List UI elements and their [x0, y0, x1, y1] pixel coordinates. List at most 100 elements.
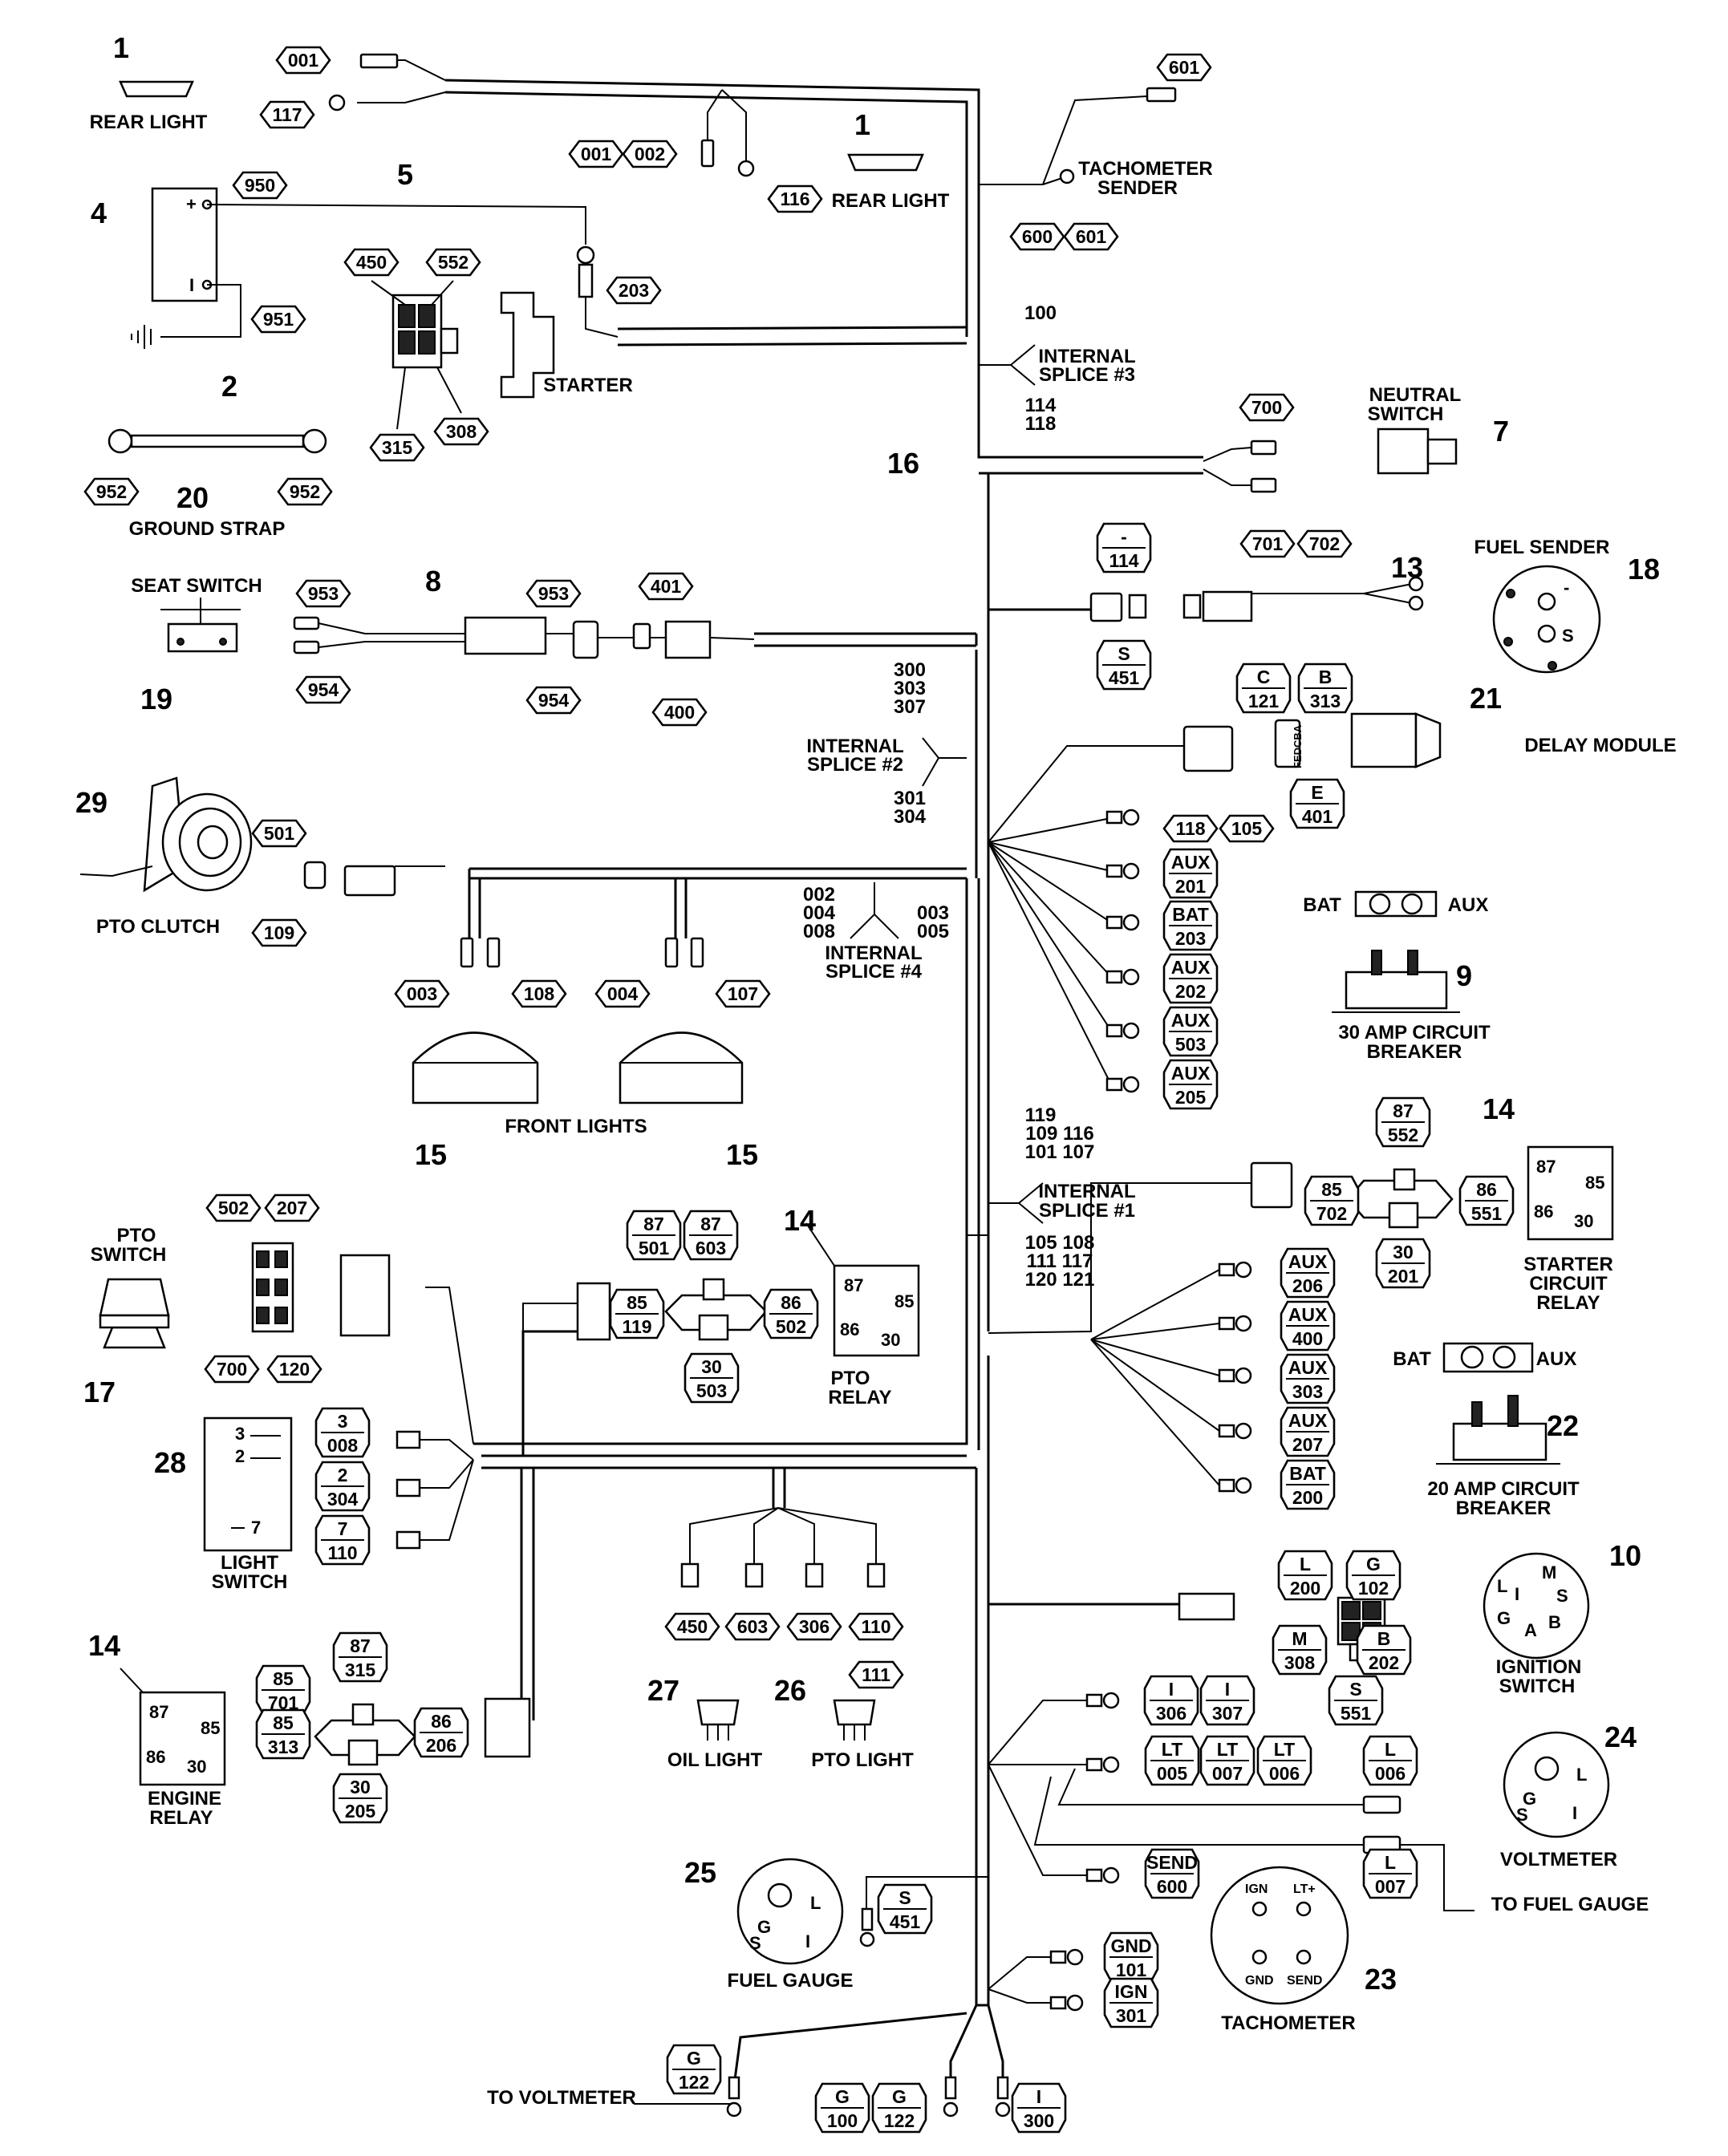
delay-module-part: FEDCBA	[1292, 724, 1304, 768]
wire-tag-number: 207	[1292, 1434, 1323, 1455]
wire-tag: 116	[767, 184, 823, 213]
volt-pin-s: S	[1516, 1805, 1528, 1825]
eng-relay-pin-30: 30	[187, 1757, 206, 1777]
wire-tag-number: 202	[1369, 1652, 1399, 1673]
label-tachometer-sender-2: SENDER	[1097, 177, 1178, 199]
wire-tag-top: 87	[1393, 1100, 1414, 1121]
fuel-sender-part: - S	[1492, 565, 1601, 674]
wire-tag-shape	[250, 305, 306, 334]
wire-tag-number: 101	[1116, 1959, 1147, 1980]
wire-tag-number: 107	[728, 983, 758, 1004]
wire-tag-top: 85	[273, 1668, 294, 1689]
wire-tag-top: E	[1311, 782, 1323, 803]
wire-tag-shape	[848, 1660, 904, 1689]
wire-tag-number: 953	[538, 583, 569, 604]
wire-tag-top: B	[1319, 667, 1333, 687]
pto-relay-pin-85: 85	[894, 1291, 914, 1311]
label-rear-light-left: REAR LIGHT	[90, 111, 208, 133]
starter-connector	[371, 280, 462, 430]
wire-tag-top: 7	[338, 1518, 348, 1539]
tachometer-part: IGN LT+ GND SEND	[1210, 1866, 1349, 2005]
wire-tag-number: 001	[581, 144, 612, 164]
battery-minus: I	[189, 275, 194, 295]
label-neutral-switch: NEUTRAL	[1369, 384, 1462, 406]
wire-tag-top: B	[1377, 1628, 1391, 1649]
wire-tag-top: 3	[338, 1411, 348, 1432]
item-number: 18	[1628, 553, 1660, 586]
wire-tag-top: BAT	[1172, 904, 1209, 925]
wire-tag: 207	[264, 1194, 320, 1222]
label-cb20b: BREAKER	[1456, 1497, 1552, 1519]
ign-pin-g: G	[1497, 1608, 1511, 1628]
wire-tag-number: 108	[524, 983, 555, 1004]
wire-tag: 450	[664, 1612, 720, 1641]
item-number: 15	[726, 1138, 758, 1171]
starter-part	[500, 291, 555, 399]
wire-tag-top: S	[1349, 1679, 1361, 1700]
wire-tag-number: 315	[345, 1660, 376, 1680]
label-internal-splice-3: INTERNAL	[1038, 346, 1135, 367]
fg-pin-s: S	[749, 1933, 761, 1953]
item-number: 15	[415, 1138, 447, 1171]
volt-pin-l: L	[1576, 1765, 1587, 1785]
item-number: 1	[113, 31, 129, 64]
wire-tag-top: S	[1118, 643, 1130, 664]
wire-tag-top: 85	[1321, 1179, 1342, 1200]
splice-number-s2-t2: 303	[894, 678, 926, 699]
wire-tag-top: G	[1366, 1554, 1381, 1574]
label-pto-light: PTO LIGHT	[811, 1749, 914, 1771]
splice-number-s4-l2: 004	[803, 902, 836, 924]
wire-tag-top: 2	[338, 1465, 348, 1485]
relay-starter-circuit: 87 85 86 30	[1527, 1145, 1614, 1241]
ign-pin-a: A	[1524, 1620, 1537, 1640]
splice-number-s3-b1: 114	[1025, 395, 1057, 416]
label-to-voltmeter: TO VOLTMETER	[487, 2087, 636, 2109]
label-ignition-switch: IGNITION	[1496, 1656, 1582, 1678]
wire-tag-top: 87	[643, 1214, 664, 1234]
wire-tag-number: 308	[446, 421, 477, 442]
wire-tag-number: 307	[1212, 1703, 1243, 1724]
wire-tag: 600	[1009, 222, 1065, 251]
label-internal-splice-2: INTERNAL	[806, 736, 903, 757]
label-tachometer-sender: TACHOMETER	[1078, 158, 1213, 180]
wire-tag-number: 954	[538, 690, 570, 711]
label-delay-module: DELAY MODULE	[1524, 735, 1676, 756]
wire-tag-shape	[664, 1612, 720, 1641]
item-number: 8	[425, 565, 441, 598]
label-pto-switch: PTO	[117, 1225, 156, 1246]
wire-tag: 700	[204, 1355, 260, 1384]
wire-tag-number: 100	[827, 2110, 858, 2131]
label-internal-splice-1b: SPLICE #1	[1039, 1200, 1135, 1222]
wire-tag-shape	[425, 248, 481, 277]
item-number: 13	[1391, 551, 1423, 584]
wire-tag-top: LT	[1217, 1739, 1238, 1760]
splice-number-s3-b2: 118	[1025, 413, 1057, 435]
item-number: 14	[784, 1204, 816, 1237]
wire-tag-number: 110	[327, 1542, 357, 1563]
wire-tag-number: 122	[884, 2110, 915, 2131]
wire-tag-top: AUX	[1288, 1304, 1328, 1325]
wire-tag: 110	[848, 1612, 904, 1641]
wire-tag-number: 451	[890, 1911, 921, 1932]
label-internal-splice-1: INTERNAL	[1038, 1181, 1135, 1202]
wire-tag-top: 85	[627, 1292, 647, 1313]
wire-tag: 400	[651, 698, 708, 727]
ign-pin-b: B	[1548, 1612, 1561, 1632]
wire-tag-top: 87	[350, 1635, 371, 1656]
wire-tag-number: 207	[277, 1198, 307, 1218]
